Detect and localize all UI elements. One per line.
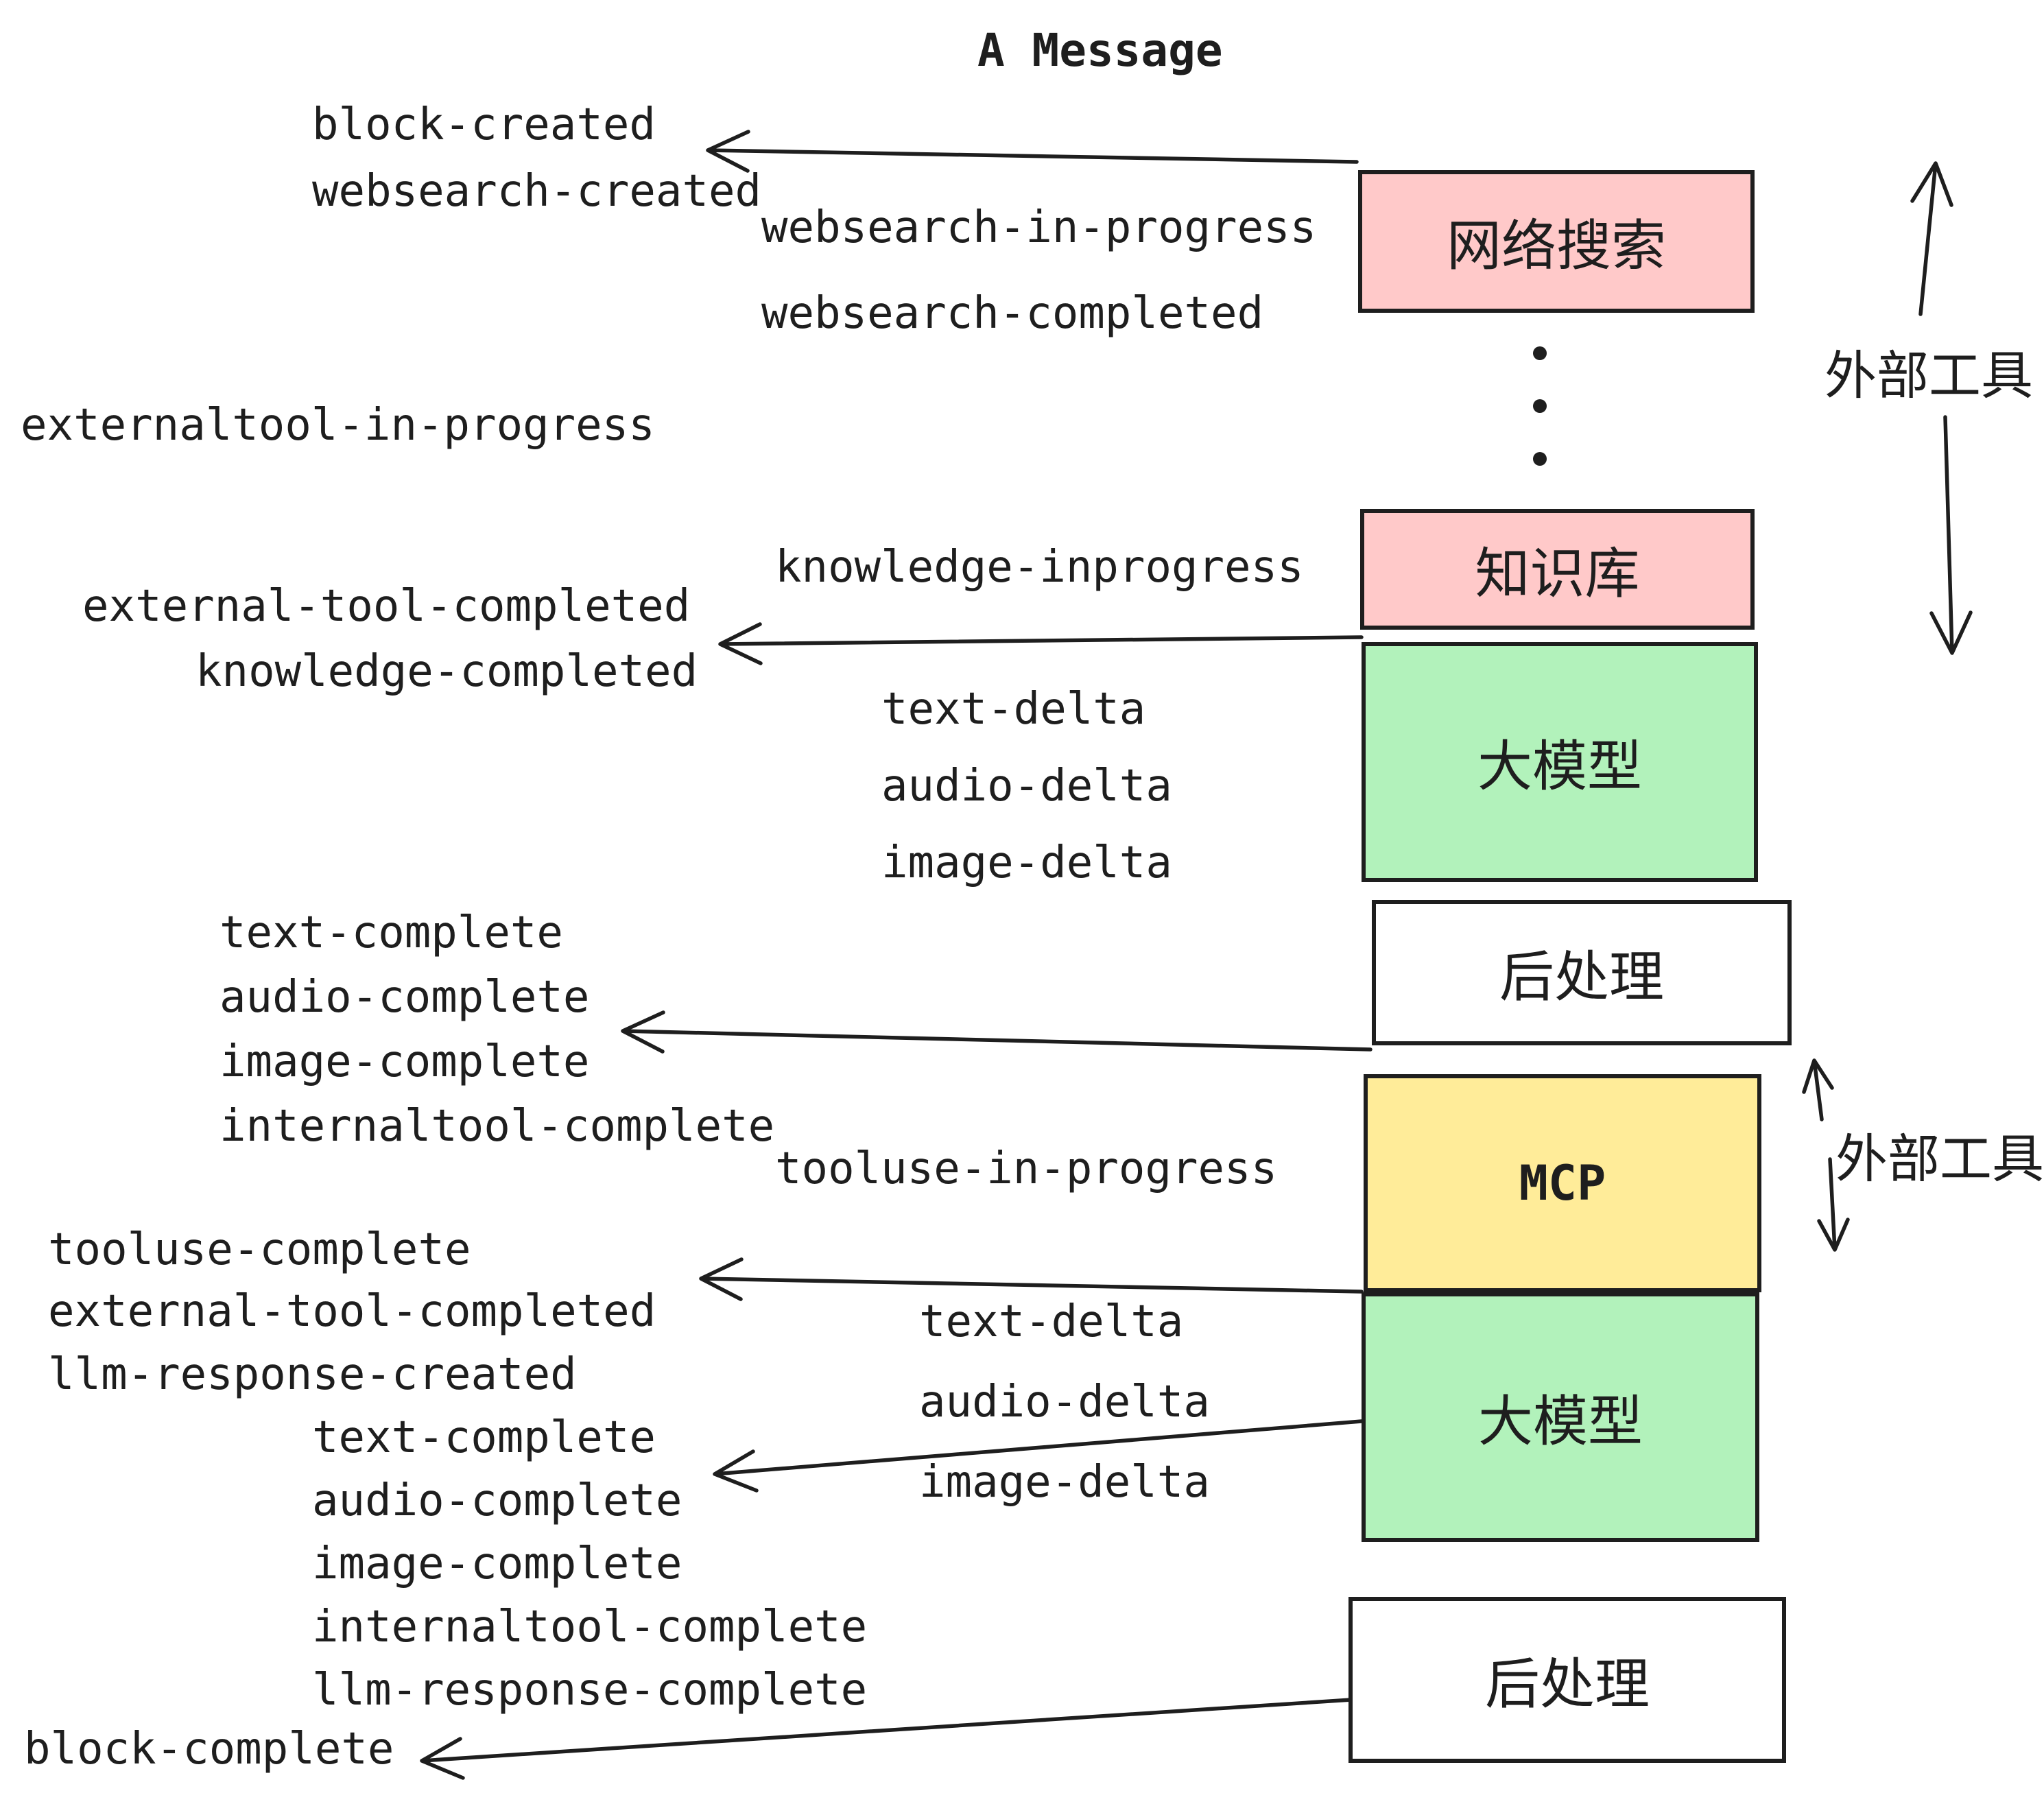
- event-external-tool-completed: external-tool-completed: [48, 1286, 656, 1337]
- external-tools-up-arrow: [1910, 161, 1953, 316]
- diagram-title: A Message: [977, 24, 1223, 77]
- event-image-complete: image-complete: [312, 1539, 682, 1589]
- knowledge-base-box-label: 知识库: [1475, 542, 1640, 606]
- event-audio-complete: audio-complete: [312, 1475, 682, 1526]
- llm-box-label: 大模型: [1477, 735, 1642, 798]
- event-audio-complete: audio-complete: [219, 972, 590, 1023]
- event-text-delta: text-delta: [919, 1296, 1184, 1347]
- arrow-to-tooluse-complete: [699, 1257, 1364, 1301]
- post-processing-box-label: 后处理: [1485, 1652, 1650, 1716]
- arrow-to-websearch-created: [706, 130, 1359, 173]
- event-knowledge-completed: knowledge-completed: [195, 646, 698, 697]
- external-tools-label: 外部工具: [1835, 1128, 2044, 1189]
- ellipsis-dots: [1533, 346, 1547, 466]
- arrow-to-knowledge-completed: [718, 622, 1364, 665]
- llm-box: 大模型: [1362, 642, 1758, 882]
- event-image-delta: image-delta: [881, 838, 1172, 888]
- event-externaltool-in-progress: externaltool-in-progress: [21, 400, 655, 451]
- mcp-box: MCP: [1364, 1074, 1761, 1292]
- arrow-to-image-complete: [621, 1010, 1372, 1054]
- event-llm-response-complete: llm-response-complete: [312, 1665, 868, 1716]
- event-websearch-in-progress: websearch-in-progress: [761, 202, 1317, 253]
- post-processing-box-label: 后处理: [1499, 945, 1664, 1009]
- event-text-complete: text-complete: [219, 907, 563, 958]
- event-block-created: block-created: [312, 99, 656, 150]
- event-internaltool-complete: internaltool-complete: [219, 1101, 775, 1152]
- event-knowledge-inprogress: knowledge-inprogress: [775, 542, 1304, 593]
- websearch-box-label: 网络搜索: [1447, 214, 1666, 278]
- llm-box: 大模型: [1362, 1292, 1759, 1542]
- event-internaltool-complete: internaltool-complete: [312, 1602, 868, 1652]
- mcp-external-tools-up-arrow: [1802, 1058, 1834, 1121]
- llm-box-label: 大模型: [1478, 1390, 1643, 1453]
- external-tools-label: 外部工具: [1825, 345, 2033, 406]
- websearch-box: 网络搜索: [1358, 170, 1755, 313]
- event-llm-response-created: llm-response-created: [48, 1349, 577, 1400]
- event-audio-delta: audio-delta: [881, 761, 1172, 811]
- event-block-complete: block-complete: [24, 1724, 394, 1775]
- event-audio-delta: audio-delta: [919, 1377, 1210, 1427]
- post-processing-box: 后处理: [1372, 900, 1792, 1045]
- event-image-complete: image-complete: [219, 1036, 590, 1087]
- event-image-delta: image-delta: [919, 1457, 1210, 1508]
- knowledge-base-box: 知识库: [1360, 509, 1755, 630]
- event-text-delta: text-delta: [881, 684, 1146, 735]
- external-tools-down-arrow: [1929, 415, 1973, 655]
- event-tooluse-complete: tooluse-complete: [48, 1224, 471, 1275]
- event-websearch-completed: websearch-completed: [761, 288, 1264, 339]
- post-processing-box: 后处理: [1348, 1597, 1786, 1763]
- event-websearch-created: websearch-created: [312, 166, 762, 217]
- mcp-box-label: MCP: [1519, 1155, 1606, 1211]
- event-external-tool-completed: external-tool-completed: [82, 581, 691, 632]
- event-text-complete: text-complete: [312, 1412, 656, 1463]
- event-tooluse-in-progress: tooluse-in-progress: [775, 1143, 1278, 1194]
